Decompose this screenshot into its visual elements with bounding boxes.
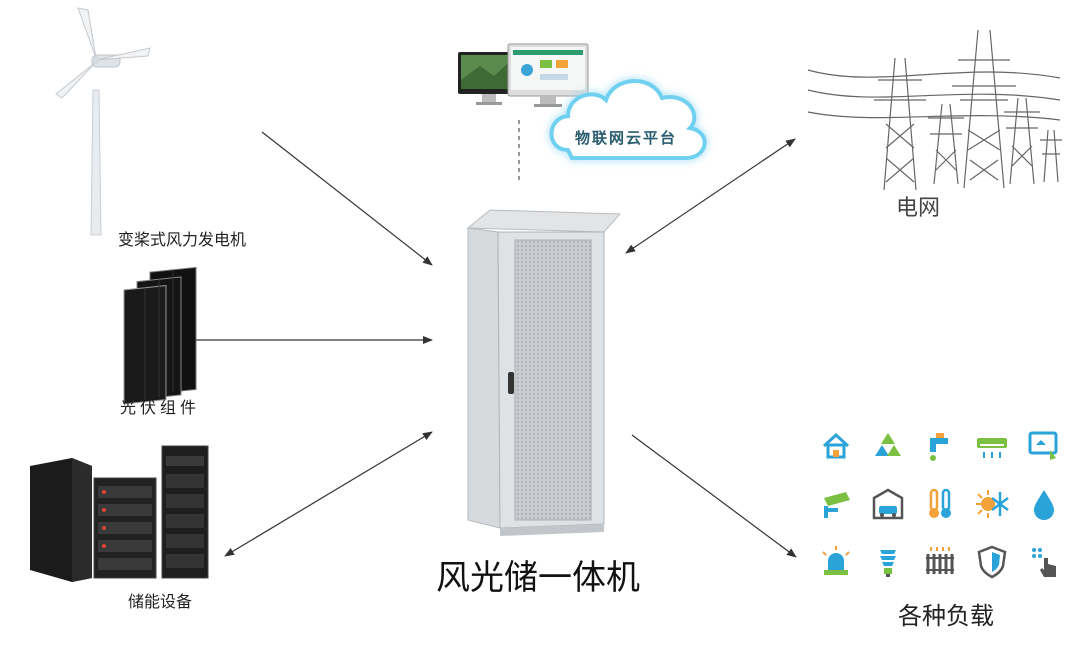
loads-label: 各种负载 xyxy=(898,602,994,630)
arrow-main-storage xyxy=(224,431,433,557)
wind-turbine-label: 变桨式风力发电机 xyxy=(118,230,247,249)
garage-car-icon xyxy=(872,488,904,520)
wind-turbine-icon xyxy=(55,7,151,236)
radiator-icon xyxy=(926,547,954,574)
flow-arrows xyxy=(196,131,797,558)
pv-panels-icon xyxy=(123,266,197,405)
faucet-icon xyxy=(930,433,948,461)
bulb-icon xyxy=(880,550,896,577)
storage-label: 储能设备 xyxy=(128,592,193,611)
storage-cabinets-icon xyxy=(30,445,209,582)
recycle-icon xyxy=(875,433,901,456)
arrow-main-to-loads xyxy=(631,434,797,558)
arrow-main-grid xyxy=(625,138,796,254)
shield-icon xyxy=(977,545,1007,579)
thermometer-icon xyxy=(929,488,951,518)
main-unit-label: 风光储一体机 xyxy=(436,558,640,598)
power-grid-towers-icon xyxy=(807,29,1062,191)
cloud-platform-label: 物联网云平台 xyxy=(575,129,678,147)
arrow-turbine-to-main xyxy=(261,131,433,266)
air-conditioner-icon xyxy=(977,438,1007,458)
load-icons-grid xyxy=(818,428,1068,588)
monitor-screens-icon xyxy=(458,43,589,107)
house-icon xyxy=(822,432,850,459)
integrated-cabinet-icon xyxy=(466,209,622,536)
sun-snow-icon xyxy=(976,490,1009,518)
grid-label: 电网 xyxy=(896,196,941,221)
alarm-light-icon xyxy=(822,546,850,575)
water-drop-icon xyxy=(1034,490,1054,520)
touch-icon xyxy=(1032,548,1056,577)
pv-panels-label: 光伏组件 xyxy=(120,398,201,417)
camera-icon xyxy=(824,492,850,518)
smart-panel-icon xyxy=(1028,431,1058,460)
